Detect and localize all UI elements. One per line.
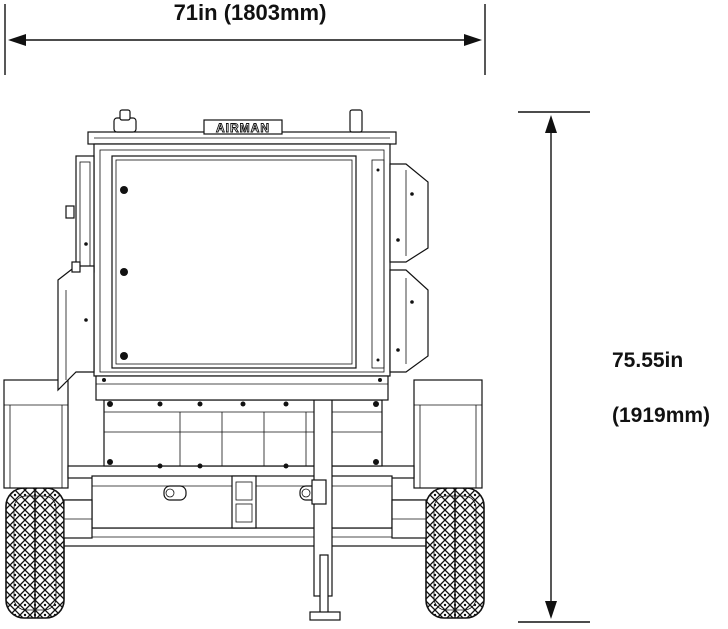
door-latch-middle	[120, 268, 128, 276]
width-arrow-left	[8, 34, 26, 46]
brand-label: AIRMAN	[216, 121, 270, 135]
height-dimension: 75.55in (1919mm)	[518, 111, 710, 623]
height-label-inches: 75.55in	[612, 349, 683, 372]
left-side-doors	[57, 155, 95, 392]
right-side-doors	[389, 163, 429, 373]
safety-chain-mount	[163, 485, 187, 501]
right-tire	[425, 487, 485, 619]
chassis-frame	[67, 399, 415, 479]
width-label: 71in (1803mm)	[174, 0, 327, 25]
right-fender	[413, 379, 483, 489]
generator-enclosure: AIRMAN	[87, 109, 397, 401]
left-fender	[3, 379, 69, 489]
door-latch-bottom	[120, 352, 128, 360]
height-label-mm: (1919mm)	[612, 404, 710, 427]
base-skid	[95, 375, 389, 401]
trailer-tongue	[91, 475, 393, 529]
left-tire	[5, 487, 65, 619]
width-dimension: 71in (1803mm)	[4, 0, 486, 75]
width-arrow-right	[464, 34, 482, 46]
door-latch-top	[120, 186, 128, 194]
front-door	[111, 155, 357, 369]
brand-plate	[203, 119, 283, 135]
height-arrow-top	[545, 115, 557, 133]
height-arrow-bottom	[545, 601, 557, 619]
wheel-hubs	[63, 499, 427, 539]
